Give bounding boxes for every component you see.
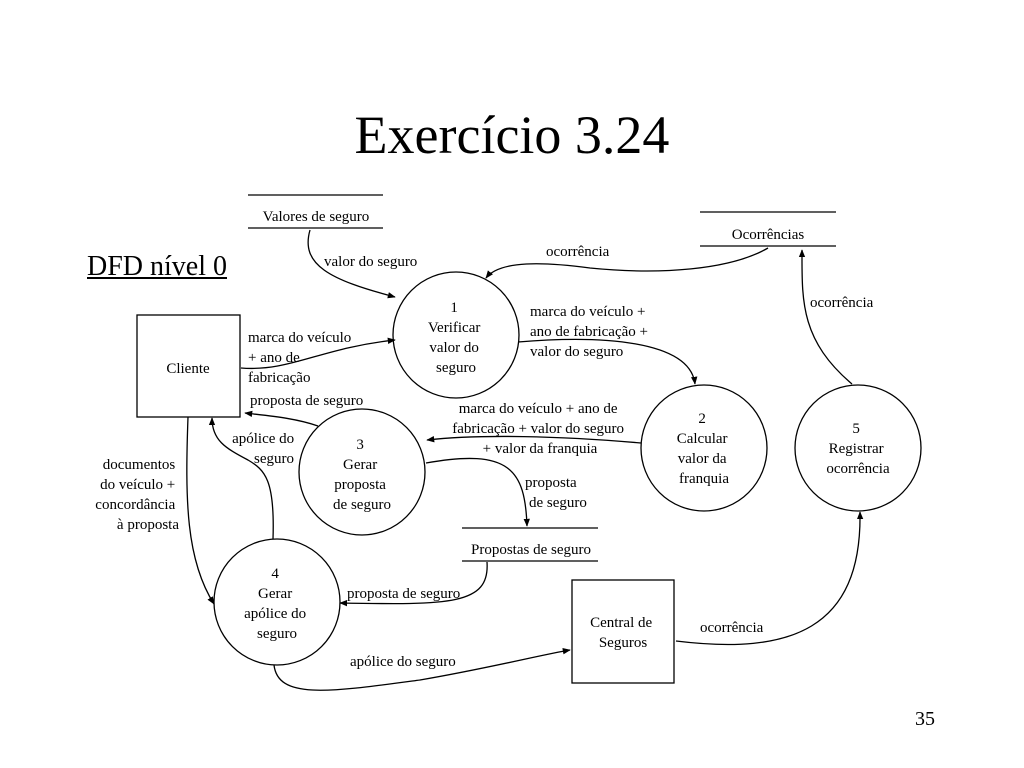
process-1: 1 Verificar valor do seguro: [392, 271, 520, 399]
page-number: 35: [915, 708, 935, 730]
flow-proposta-p3-to-cliente-arrow: [244, 410, 319, 427]
flow-marca-cliente-to-p1-arrow: [240, 337, 396, 370]
flow-label-ocorrencia-p5-to-store: ocorrência: [810, 295, 874, 311]
process-5-label: 5 Registrar ocorrência: [826, 421, 890, 477]
store-ocorrencias: Ocorrências: [700, 211, 836, 247]
flow-ocorrencia-to-p1-arrow: [485, 247, 769, 279]
entity-central-label: Central de Seguros: [590, 615, 656, 651]
process-3-circle: [298, 408, 426, 536]
flow-label-proposta-p3-to-cliente: proposta de seguro: [250, 393, 363, 409]
flow-label-apolice-p4-to-cliente: apólice do seguro: [232, 431, 298, 467]
process-number: 1: [450, 300, 458, 316]
entity-central-seguros: Central de Seguros: [571, 579, 675, 684]
process-2-circle: [640, 384, 768, 512]
process-name-line: Verificar: [428, 320, 480, 336]
process-name-line: valor do: [429, 340, 479, 356]
flow-label-ocorrencia-to-p1: ocorrência: [546, 244, 610, 260]
flow-label-apolice-p4-to-central: apólice do seguro: [350, 654, 456, 670]
process-name-line: seguro: [257, 626, 297, 642]
slide-title: Exercício 3.24: [354, 105, 670, 165]
flow-marca-p2-to-p3-arrow: [426, 435, 642, 444]
process-3: 3 Gerar proposta de seguro: [298, 408, 426, 536]
entity-central-line: Central de: [590, 615, 652, 631]
entity-cliente: Cliente: [136, 314, 241, 418]
flow-label-line: ano de fabricação +: [530, 324, 648, 340]
flow-label-line: apólice do: [232, 431, 294, 447]
flow-label-marca-p2-to-p3: marca do veículo + ano de fabricação + v…: [452, 401, 627, 457]
process-name-line: Calcular: [677, 431, 728, 447]
entity-cliente-label: Cliente: [166, 361, 210, 377]
process-4-circle: [213, 538, 341, 666]
flow-proposta-p3-to-store-arrow: [425, 457, 530, 527]
flow-label-line: marca do veículo + ano de: [459, 401, 618, 417]
flow-apolice-p4-to-central-arrow: [273, 648, 571, 691]
process-name-line: franquia: [679, 471, 729, 487]
process-1-label: 1 Verificar valor do seguro: [428, 300, 484, 376]
process-number: 2: [698, 411, 706, 427]
process-5-circle: [794, 384, 922, 512]
process-3-label: 3 Gerar proposta de seguro: [333, 437, 391, 513]
flow-label-line: + ano de: [248, 350, 300, 366]
flow-label-ocorrencia-central-to-p5: ocorrência: [700, 620, 764, 636]
store-valores-de-seguro: Valores de seguro: [248, 194, 383, 229]
process-4-label: 4 Gerar apólice do seguro: [244, 566, 310, 642]
flow-label-line: documentos: [103, 457, 176, 473]
process-name-line: Registrar: [829, 441, 884, 457]
process-1-circle: [392, 271, 520, 399]
flow-documentos-cliente-to-p4-arrow: [186, 416, 215, 605]
process-number: 3: [356, 437, 364, 453]
diagram-subtitle: DFD nível 0: [87, 251, 227, 282]
store-propostas-de-seguro: Propostas de seguro: [462, 527, 598, 562]
flow-apolice-p4-to-cliente-arrow: [208, 417, 274, 540]
flow-marca-p1-to-p2-arrow: [517, 338, 698, 385]
store-label: Ocorrências: [732, 227, 805, 243]
flow-label-proposta-store-to-p4: proposta de seguro: [347, 586, 460, 602]
flow-ocorrencia-p5-to-store-arrow: [798, 249, 853, 385]
flow-label-line: marca do veículo +: [530, 304, 646, 320]
flow-label-line: de seguro: [529, 495, 587, 511]
flow-label-documentos-cliente-to-p4: documentos do veículo + concordância à p…: [95, 457, 179, 533]
entity-cliente-box: [136, 314, 241, 418]
flow-label-marca-p1-to-p2: marca do veículo + ano de fabricação + v…: [530, 304, 652, 360]
flow-label-line: fabricação: [248, 370, 310, 386]
process-5: 5 Registrar ocorrência: [794, 384, 922, 512]
process-name-line: proposta: [334, 477, 386, 493]
process-4: 4 Gerar apólice do seguro: [213, 538, 341, 666]
store-label: Valores de seguro: [263, 209, 370, 225]
store-label: Propostas de seguro: [471, 542, 591, 558]
entity-central-box: [571, 579, 675, 684]
flow-valor-do-seguro-arrow: [307, 229, 396, 299]
process-number: 5: [852, 421, 860, 437]
flow-proposta-store-to-p4-arrow: [339, 561, 488, 607]
process-2: 2 Calcular valor da franquia: [640, 384, 768, 512]
process-name-line: seguro: [436, 360, 476, 376]
process-name-line: Gerar: [258, 586, 292, 602]
flow-label-proposta-p3-to-store: proposta de seguro: [525, 475, 587, 511]
flow-label-line: proposta: [525, 475, 577, 491]
flow-label-line: fabricação + valor do seguro: [452, 421, 624, 437]
process-name-line: apólice do: [244, 606, 306, 622]
process-name-line: de seguro: [333, 497, 391, 513]
entity-central-line: Seguros: [599, 635, 647, 651]
flow-label-line: + valor da franquia: [483, 441, 598, 457]
flow-label-line: concordância: [95, 497, 175, 513]
flow-label-line: à proposta: [117, 517, 179, 533]
flow-label-line: marca do veículo: [248, 330, 351, 346]
flow-label-marca-cliente-to-p1: marca do veículo + ano de fabricação: [248, 330, 355, 386]
process-number: 4: [271, 566, 279, 582]
flow-label-valor-do-seguro: valor do seguro: [324, 254, 417, 270]
process-2-label: 2 Calcular valor da franquia: [677, 411, 732, 487]
flow-ocorrencia-central-to-p5-arrow: [675, 511, 864, 646]
flow-label-line: valor do seguro: [530, 344, 623, 360]
flow-label-line: seguro: [254, 451, 294, 467]
flow-label-line: do veículo +: [100, 477, 175, 493]
process-name-line: valor da: [678, 451, 727, 467]
process-name-line: Gerar: [343, 457, 377, 473]
process-name-line: ocorrência: [826, 461, 890, 477]
